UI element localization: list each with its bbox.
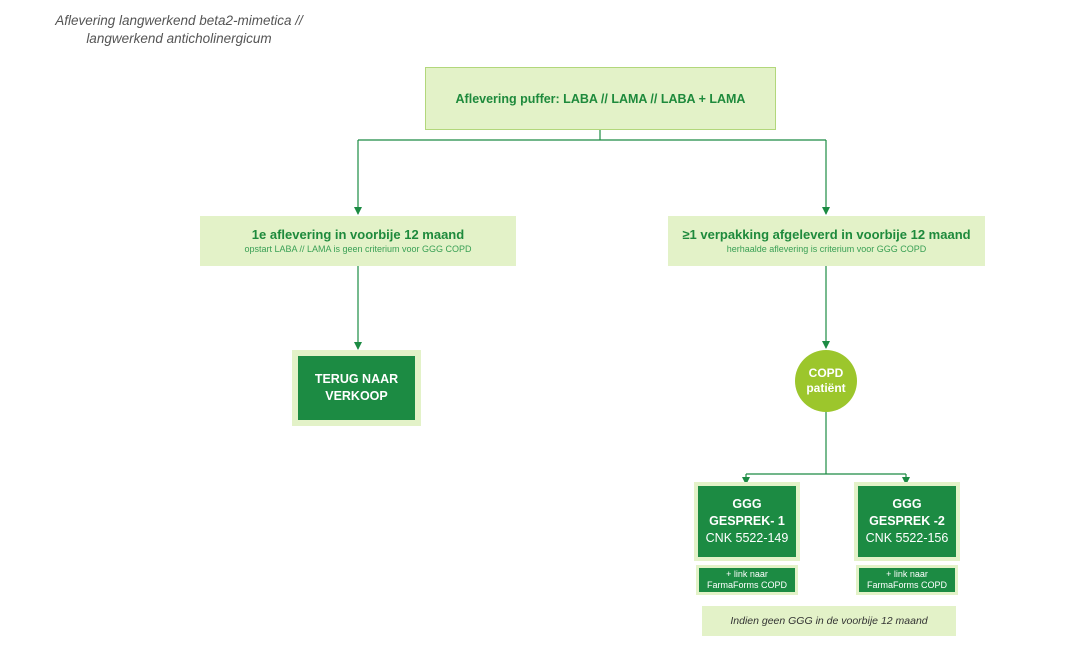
left-branch-subtitle: opstart LABA // LAMA is geen criterium v…: [244, 244, 472, 254]
ggg-2-node: GGG GESPREK -2 CNK 5522-156: [854, 482, 960, 561]
link-2-line-2: FarmaForms COPD: [866, 580, 947, 590]
right-branch-title: ≥1 verpakking afgeleverd in voorbije 12 …: [682, 227, 971, 242]
ggg-1-box: GGG GESPREK- 1 CNK 5522-149: [698, 486, 796, 557]
link-2-line-1: + link naar: [886, 569, 928, 579]
link-1-line-2: FarmaForms COPD: [706, 580, 787, 590]
ggg-2-box: GGG GESPREK -2 CNK 5522-156: [858, 486, 956, 557]
right-branch-node: ≥1 verpakking afgeleverd in voorbije 12 …: [668, 216, 985, 266]
back-to-sales-line-1: TERUG NAAR: [314, 372, 399, 386]
farmaforms-link-2[interactable]: + link naar FarmaForms COPD: [856, 565, 958, 595]
top-node-label: Aflevering puffer: LABA // LAMA // LABA …: [455, 91, 746, 106]
footnote-text: Indien geen GGG in de voorbije 12 maand: [730, 615, 928, 627]
ggg-1-line-2: GESPREK- 1: [709, 514, 785, 528]
right-branch-subtitle: herhaalde aflevering is criterium voor G…: [726, 244, 927, 254]
diagram-title: Aflevering langwerkend beta2-mimetica //…: [14, 12, 344, 48]
ggg-1-line-1: GGG: [732, 497, 762, 511]
link-1-line-1: + link naar: [726, 569, 768, 579]
diagram-title-line-1: Aflevering langwerkend beta2-mimetica //: [55, 13, 303, 28]
back-to-sales-line-2: VERKOOP: [325, 389, 388, 403]
diagram-title-line-2: langwerkend anticholinergicum: [86, 31, 272, 46]
back-to-sales-node: TERUG NAAR VERKOOP: [292, 350, 421, 426]
left-branch-node: 1e aflevering in voorbije 12 maand opsta…: [200, 216, 516, 266]
farmaforms-link-1-box[interactable]: + link naar FarmaForms COPD: [699, 568, 795, 592]
copd-patient-node: COPD patiënt: [795, 350, 857, 412]
farmaforms-link-1[interactable]: + link naar FarmaForms COPD: [696, 565, 798, 595]
top-node: Aflevering puffer: LABA // LAMA // LABA …: [425, 67, 776, 130]
ggg-2-line-1: GGG: [892, 497, 922, 511]
copd-node-line-2: patiënt: [806, 381, 846, 395]
ggg-1-cnk: CNK 5522-149: [705, 531, 789, 545]
copd-node-line-1: COPD: [808, 366, 844, 380]
footnote-box: Indien geen GGG in de voorbije 12 maand: [702, 606, 956, 636]
back-to-sales-box: TERUG NAAR VERKOOP: [298, 356, 415, 420]
ggg-1-node: GGG GESPREK- 1 CNK 5522-149: [694, 482, 800, 561]
farmaforms-link-2-box[interactable]: + link naar FarmaForms COPD: [859, 568, 955, 592]
ggg-2-cnk: CNK 5522-156: [865, 531, 949, 545]
left-branch-title: 1e aflevering in voorbije 12 maand: [251, 227, 465, 242]
ggg-2-line-2: GESPREK -2: [869, 514, 945, 528]
